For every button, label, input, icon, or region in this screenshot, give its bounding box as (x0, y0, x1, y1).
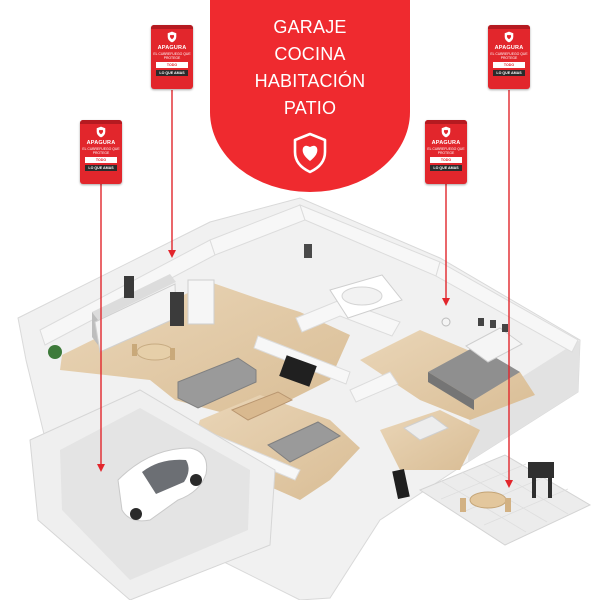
brand-tagline: EL CUBREFUEGO QUE PROTEGE (82, 147, 120, 155)
living-room (177, 355, 317, 421)
banner-line-kitchen: COCINA (274, 44, 346, 64)
shield-heart-icon (504, 31, 514, 43)
shield-heart-icon (167, 31, 177, 43)
product-pouch-bedroom: APAGURA EL CUBREFUEGO QUE PROTEGE TODO L… (425, 120, 467, 184)
brand-name: APAGURA (86, 140, 116, 146)
garage (29, 389, 276, 600)
pouch-label-top: TODO (156, 62, 188, 69)
shield-heart-icon (293, 132, 327, 174)
banner-line-bedroom: HABITACIÓN (254, 71, 366, 91)
pouch-label-top: TODO (430, 157, 462, 164)
pouch-label-top: TODO (85, 157, 117, 164)
pouch-label-bottom: LO QUE AMAS (493, 70, 525, 77)
banner-line-patio: PATIO (283, 98, 337, 118)
office-room (267, 415, 449, 499)
kitchen (48, 274, 215, 361)
brand-tagline: EL CUBREFUEGO QUE PROTEGE (490, 52, 528, 60)
product-pouch-kitchen: APAGURA EL CUBREFUEGO QUE PROTEGE TODO L… (151, 25, 193, 89)
brand-name: APAGURA (494, 45, 524, 51)
brand-name: APAGURA (157, 45, 187, 51)
brand-tagline: EL CUBREFUEGO QUE PROTEGE (153, 52, 191, 60)
patio (418, 454, 592, 546)
pouch-label-bottom: LO QUE AMAS (430, 165, 462, 172)
product-pouch-garage: APAGURA EL CUBREFUEGO QUE PROTEGE TODO L… (80, 120, 122, 184)
bedroom (428, 317, 523, 410)
pouch-label-top: TODO (493, 62, 525, 69)
shield-heart-icon (96, 126, 106, 138)
room-list-banner: GARAJE COCINA HABITACIÓN PATIO (210, 0, 410, 192)
pouch-label-bottom: LO QUE AMAS (85, 165, 117, 172)
arrowheads (97, 250, 513, 488)
bathroom (304, 244, 403, 319)
pouch-label-bottom: LO QUE AMAS (156, 70, 188, 77)
product-pouch-patio: APAGURA EL CUBREFUEGO QUE PROTEGE TODO L… (488, 25, 530, 89)
shield-heart-icon (441, 126, 451, 138)
pointer-arrows (100, 90, 510, 482)
banner-line-garage: GARAJE (273, 17, 347, 37)
car (117, 447, 208, 522)
brand-name: APAGURA (431, 140, 461, 146)
brand-tagline: EL CUBREFUEGO QUE PROTEGE (427, 147, 465, 155)
